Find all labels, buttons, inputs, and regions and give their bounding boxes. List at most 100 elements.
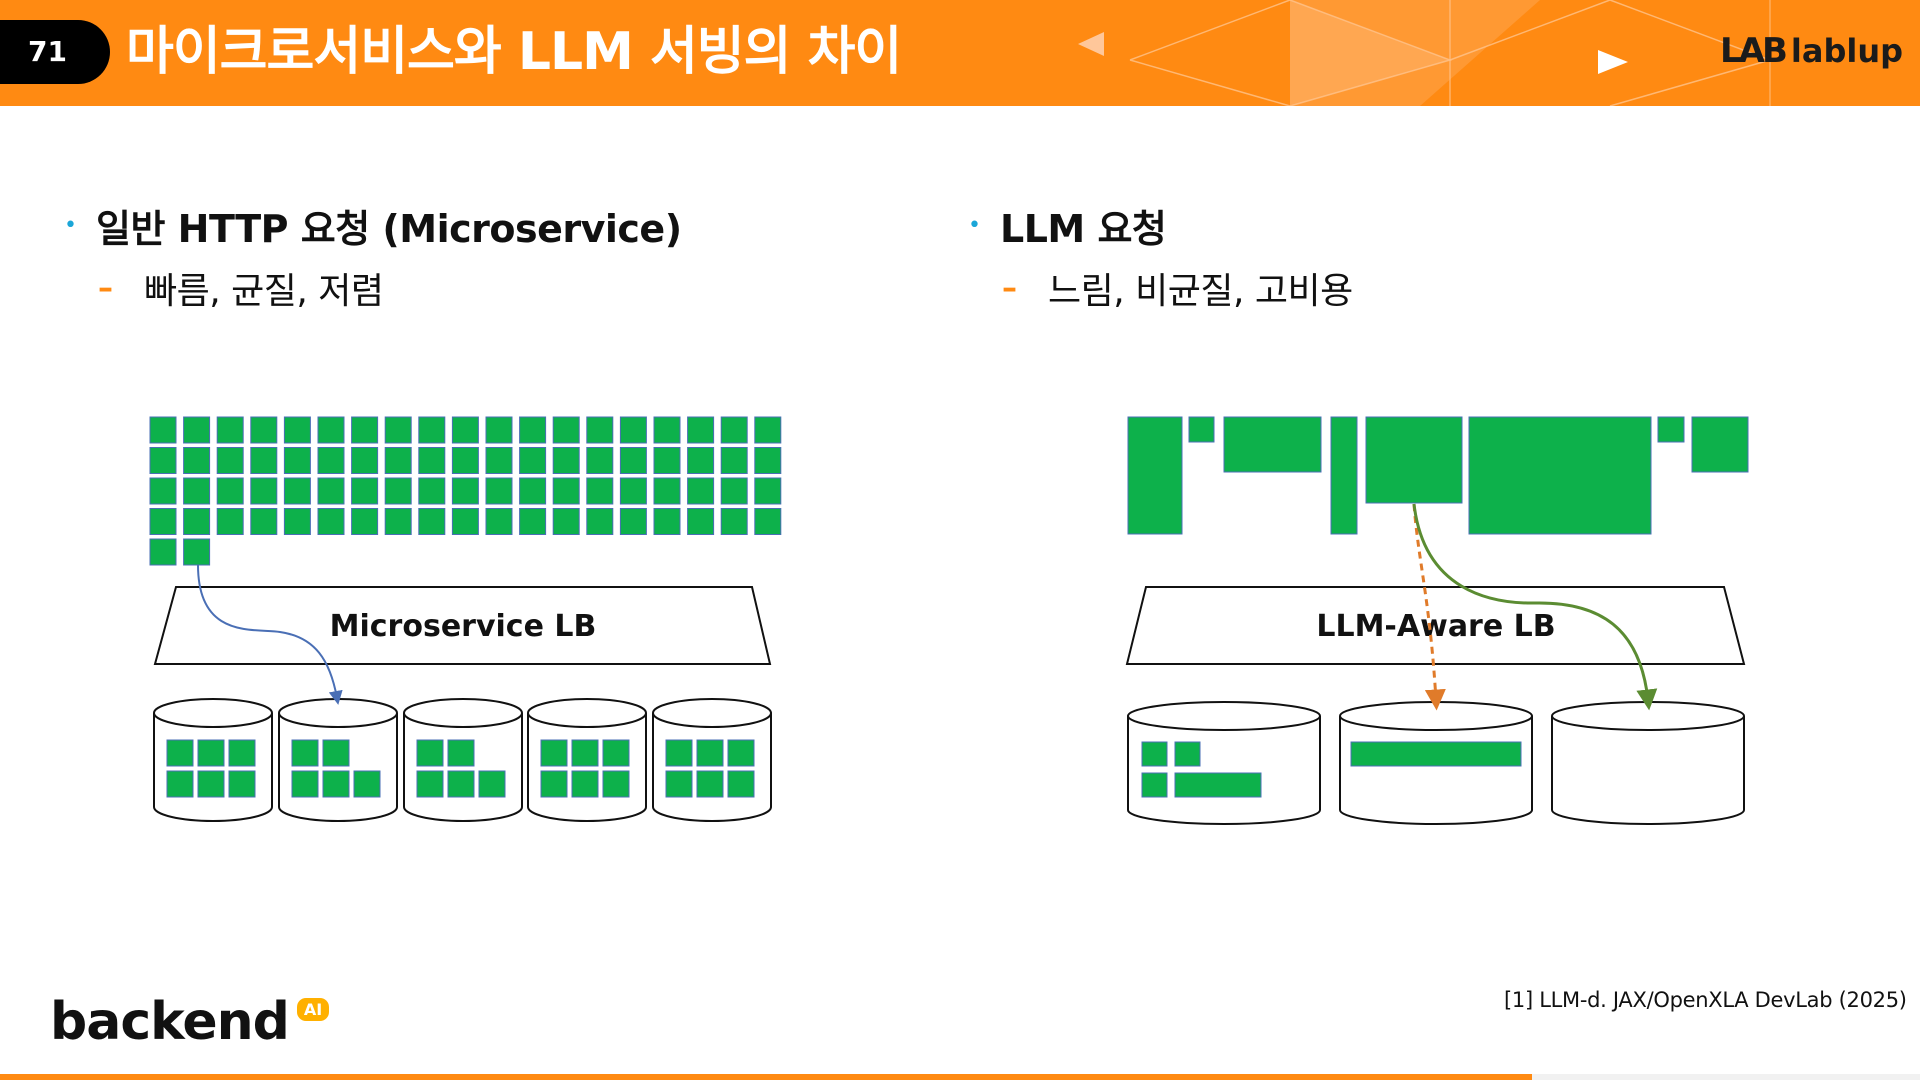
server-request-block: [291, 770, 319, 798]
microservice-lb: [153, 586, 772, 665]
request-block: [552, 416, 580, 444]
llm-server-request-block: [1141, 772, 1168, 798]
server-request-block: [228, 770, 256, 798]
left-sub-bullet: – 빠름, 균질, 저렴: [98, 262, 384, 314]
request-block: [250, 477, 278, 505]
request-block: [720, 508, 748, 535]
request-block: [754, 508, 782, 535]
request-block: [485, 416, 513, 444]
dash-icon: –: [98, 270, 113, 306]
server-request-block: [197, 770, 225, 798]
microservice-server-top: [527, 698, 647, 728]
llm-request-block: [1223, 416, 1322, 473]
microservice-servers: [153, 698, 772, 822]
llm-request-block: [1365, 416, 1463, 504]
llm-request-block: [1468, 416, 1652, 535]
request-block: [586, 508, 614, 535]
request-block: [653, 447, 681, 474]
llm-route-arrow-green: [1412, 503, 1658, 711]
request-block: [653, 416, 681, 444]
request-block: [418, 477, 446, 505]
server-request-block: [197, 739, 225, 767]
server-request-block: [540, 739, 568, 767]
footnote: [1] LLM-d. JAX/OpenXLA DevLab (2025): [1504, 988, 1907, 1012]
request-block: [351, 416, 379, 444]
request-block: [317, 416, 345, 444]
microservice-server-top: [403, 698, 523, 728]
server-request-block: [602, 739, 630, 767]
request-block: [653, 508, 681, 535]
microservice-server-top: [153, 698, 273, 728]
request-block: [687, 508, 715, 535]
request-block: [351, 508, 379, 535]
request-block: [485, 477, 513, 505]
request-block: [317, 447, 345, 474]
request-block: [720, 477, 748, 505]
request-block: [619, 508, 647, 535]
request-block: [283, 416, 311, 444]
llm-request-block: [1691, 416, 1749, 473]
llm-aware-lb-label: LLM-Aware LB: [1316, 609, 1555, 644]
microservice-server: [652, 713, 772, 822]
backend-ai-logo-word: backend: [50, 992, 290, 1052]
request-block: [384, 416, 412, 444]
slide-number: 71: [0, 20, 110, 84]
microservice-route-arrow: [197, 564, 343, 705]
llm-server-request-block: [1141, 741, 1168, 767]
llm-server-request-block: [1350, 741, 1522, 767]
request-block: [754, 477, 782, 505]
left-bullet-text: 일반 HTTP 요청 (Microservice): [96, 207, 682, 251]
backend-ai-logo: backend AI: [50, 992, 330, 1052]
server-request-block: [727, 739, 755, 767]
server-request-block: [571, 770, 599, 798]
server-request-block: [228, 739, 256, 767]
request-block: [720, 447, 748, 474]
llm-request-block: [1330, 416, 1358, 535]
microservice-server: [278, 713, 398, 822]
microservice-server: [403, 713, 523, 822]
right-bullet: • LLM 요청: [968, 198, 1167, 253]
request-block: [418, 508, 446, 535]
request-block: [754, 416, 782, 444]
request-block: [720, 416, 748, 444]
request-block: [216, 416, 244, 444]
server-request-block: [166, 770, 194, 798]
request-block: [552, 508, 580, 535]
llm-servers: [1127, 701, 1745, 825]
server-request-block: [166, 739, 194, 767]
slide-title: 마이크로서비스와 LLM 서빙의 차이: [126, 22, 902, 82]
lablup-logo-text: lablup: [1790, 32, 1904, 70]
request-block: [283, 508, 311, 535]
request-block: [586, 447, 614, 474]
request-block: [384, 508, 412, 535]
request-block: [519, 477, 547, 505]
right-sub-bullet: – 느림, 비균질, 고비용: [1002, 262, 1353, 314]
microservice-lb-label: Microservice LB: [330, 609, 597, 644]
request-block: [653, 477, 681, 505]
request-block: [283, 477, 311, 505]
llm-server-request-block: [1174, 741, 1201, 767]
request-block: [619, 447, 647, 474]
request-block: [149, 416, 177, 444]
server-request-block: [322, 739, 350, 767]
server-request-block: [665, 739, 693, 767]
triangle-left-icon: [1078, 32, 1104, 56]
request-block: [283, 447, 311, 474]
request-block: [250, 416, 278, 444]
server-request-block: [696, 739, 724, 767]
bullet-dot-icon: •: [968, 213, 981, 238]
request-block: [183, 508, 211, 535]
request-block: [754, 447, 782, 474]
bottom-accent-bar: [0, 1074, 1532, 1080]
server-request-block: [416, 770, 444, 798]
request-block: [619, 477, 647, 505]
microservice-server: [527, 713, 647, 822]
request-block: [384, 477, 412, 505]
server-request-block: [665, 770, 693, 798]
microservice-server-top: [278, 698, 398, 728]
llm-server: [1339, 716, 1533, 825]
request-block: [552, 447, 580, 474]
slide-header: 71 마이크로서비스와 LLM 서빙의 차이 LAB lablup: [0, 0, 1920, 106]
llm-request-block: [1188, 416, 1215, 443]
